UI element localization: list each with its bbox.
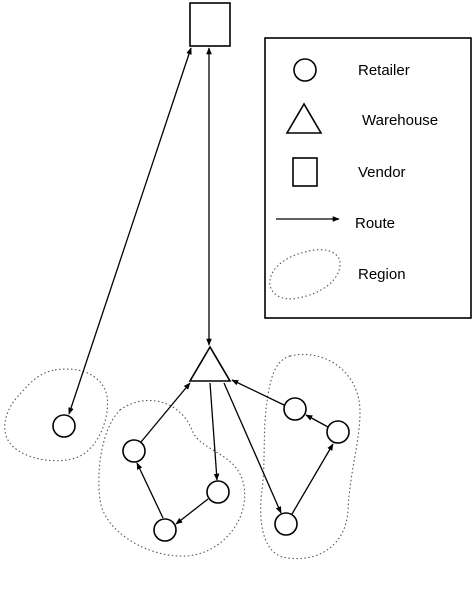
retailer-mid-bottom [153,518,177,542]
route-mid-top-to-warehouse [140,382,191,443]
route-mid-right-to-mid-bottom [175,498,209,525]
legend-label-vendor: Vendor [358,164,406,181]
retailer-mid-right [206,480,230,504]
legend-label-route: Route [355,215,395,232]
legend-label-retailer: Retailer [358,62,410,79]
legend-label-region: Region [358,266,406,283]
route-vendor-left-retailer [68,47,192,415]
square-icon [292,157,318,187]
route-right-top-to-warehouse [231,379,285,406]
legend: Retailer Warehouse Vendor Route Region [264,37,472,319]
route-warehouse-to-right-bottom [223,382,282,514]
vendor-square [189,2,231,47]
region-right [260,354,361,560]
retailer-right-bottom [274,512,298,536]
route-mid-bottom-to-mid-top [136,462,164,519]
retailer-right-top [283,397,307,421]
dotted-ellipse-icon [269,249,341,300]
circle-icon [293,58,317,82]
route-warehouse-to-mid-right [209,382,220,481]
retailer-right-mid [326,420,350,444]
warehouse-triangle [188,345,232,382]
retailer-left [52,414,76,438]
retailer-mid-top [122,439,146,463]
triangle-icon [285,102,323,134]
route-right-mid-to-right-top [305,414,329,428]
route-right-bottom-to-right-mid [291,443,334,515]
legend-label-warehouse: Warehouse [362,112,438,129]
region-left [4,368,109,462]
